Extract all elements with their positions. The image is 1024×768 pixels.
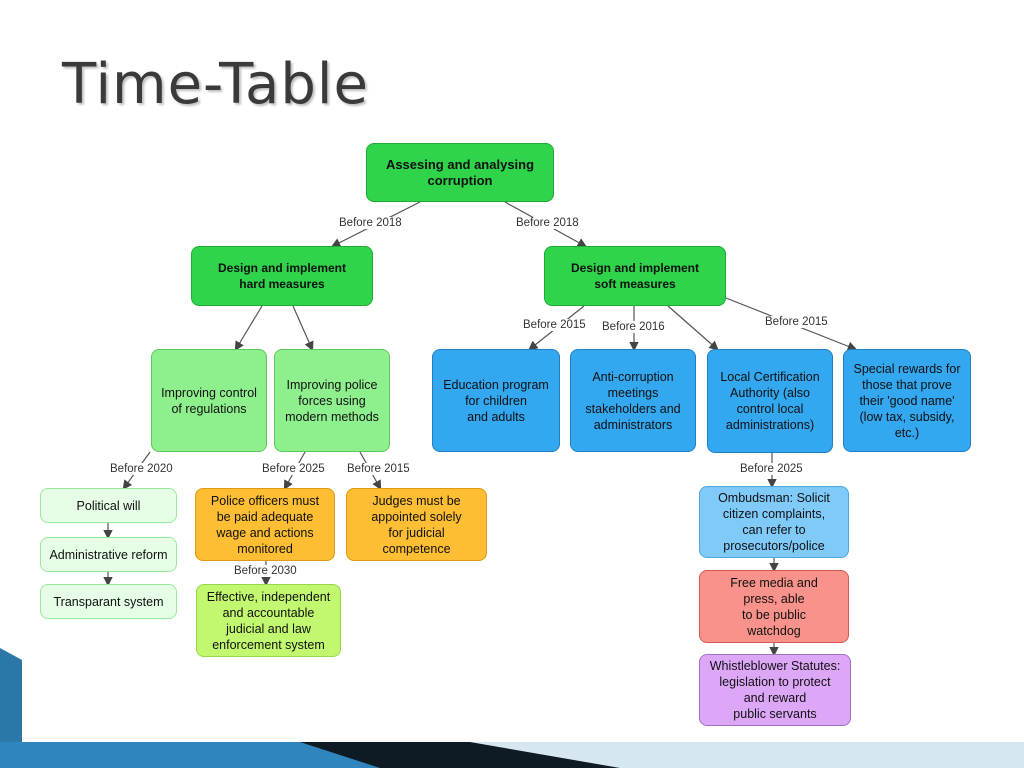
- node-anti-corruption: Anti-corruption meetings stakeholders an…: [570, 349, 696, 452]
- edge-soft-local: [667, 305, 719, 351]
- edge-label-root-soft: Before 2018: [514, 217, 581, 229]
- node-political-will: Political will: [40, 488, 177, 523]
- edge-hard-control: [234, 305, 263, 352]
- node-ombudsman: Ombudsman: Solicit citizen complaints, c…: [699, 486, 849, 558]
- edge-label-soft-special: Before 2015: [763, 316, 830, 328]
- edge-label-soft-anti: Before 2016: [600, 321, 667, 333]
- node-local-certification: Local Certification Authority (also cont…: [707, 349, 833, 453]
- edge-label-local-ombudsman: Before 2025: [738, 463, 805, 475]
- node-judicial-system: Effective, independent and accountable j…: [196, 584, 341, 657]
- edge-label-police-wage: Before 2025: [260, 463, 327, 475]
- node-improving-police: Improving police forces using modern met…: [274, 349, 390, 452]
- node-transparant-system: Transparant system: [40, 584, 177, 619]
- node-whistleblower: Whistleblower Statutes: legislation to p…: [699, 654, 851, 726]
- node-special-rewards: Special rewards for those that prove the…: [843, 349, 971, 452]
- edge-label-soft-education: Before 2015: [521, 319, 588, 331]
- node-administrative-reform: Administrative reform: [40, 537, 177, 572]
- node-education-program: Education program for children and adult…: [432, 349, 560, 452]
- node-hard-measures: Design and implement hard measures: [191, 246, 373, 306]
- edge-label-root-hard: Before 2018: [337, 217, 404, 229]
- node-improving-control: Improving control of regulations: [151, 349, 267, 452]
- node-soft-measures: Design and implement soft measures: [544, 246, 726, 306]
- edge-hard-police: [292, 305, 314, 352]
- edge-label-control-political: Before 2020: [108, 463, 175, 475]
- footer-decoration: [0, 648, 1024, 768]
- node-police-wage: Police officers must be paid adequate wa…: [195, 488, 335, 561]
- node-free-media: Free media and press, able to be public …: [699, 570, 849, 643]
- node-judges-appointed: Judges must be appointed solely for judi…: [346, 488, 487, 561]
- edge-label-police-judges: Before 2015: [345, 463, 412, 475]
- edge-label-wage-judicial: Before 2030: [232, 565, 299, 577]
- slide-title: Time-Table: [62, 52, 369, 117]
- node-assessing-corruption: Assesing and analysing corruption: [366, 143, 554, 202]
